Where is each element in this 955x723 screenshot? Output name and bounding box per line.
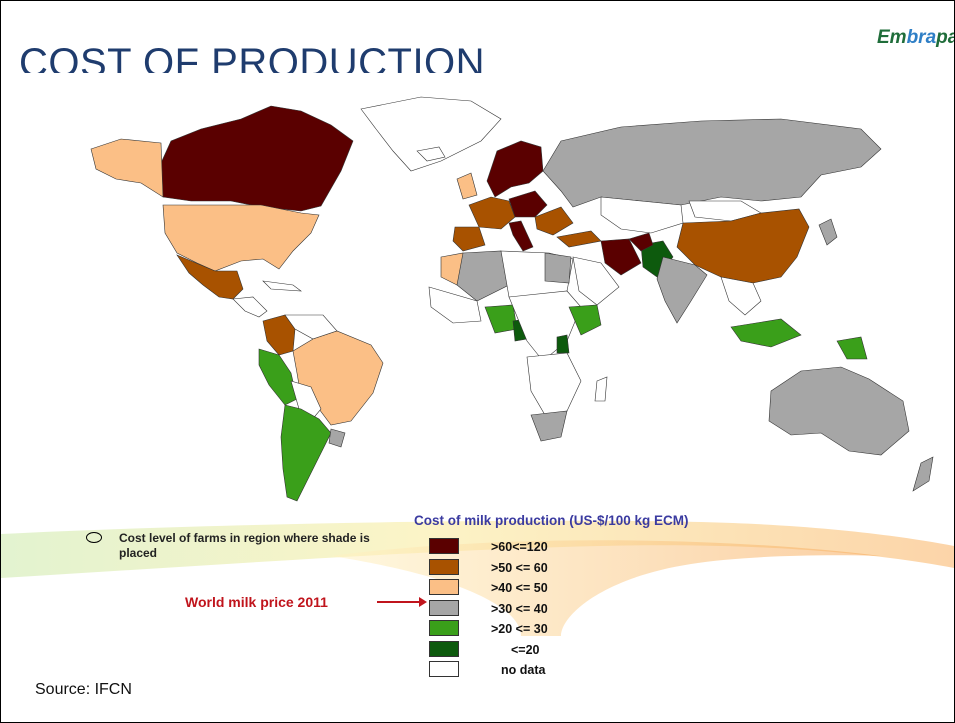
map-countries [90,96,934,502]
source-caption: Source: IFCN [35,681,132,698]
region-southern-africa [526,352,582,416]
region-india [656,256,708,324]
region-egypt [544,252,572,284]
region-central-america [232,296,268,318]
region-indonesia [730,318,802,348]
legend-label: >60<=120 [491,540,548,554]
region-canada [160,105,354,212]
region-alaska [90,138,164,198]
region-japan [818,218,838,246]
region-south-africa [530,410,568,442]
region-afghanistan [628,232,654,252]
region-russia [542,118,882,208]
world-map [90,96,934,502]
legend-swatch [429,620,459,636]
legend-swatch [429,599,459,616]
region-new-guinea [836,336,868,360]
region-central-asia [600,196,684,234]
legend-label: >50 <= 60 [491,560,548,575]
legend-label: no data [501,663,546,677]
region-eastern-europe [534,206,574,236]
region-china [676,208,810,284]
world-milk-price-label: World milk price 2011 [185,594,328,610]
region-ethiopia [568,304,602,336]
region-scandinavia [486,140,544,198]
region-western-europe [468,196,516,230]
region-uruguay [328,428,346,448]
region-central-europe [508,190,548,218]
region-iberia [452,226,486,252]
logo-part-1: Em [877,27,907,48]
legend-swatch [429,538,459,554]
region-argentina [280,404,332,502]
region-bolivia [290,380,322,422]
region-uganda [556,334,570,354]
region-greenland [360,96,502,172]
embrapa-logo: Embrapa [877,27,954,49]
region-uk [456,172,478,200]
region-turkey [556,230,602,248]
decorative-banner [1,520,954,636]
legend-note: Cost level of farms in region where shad… [86,531,391,561]
region-nigeria [484,304,518,334]
legend-title: Cost of milk production (US-$/100 kg ECM… [414,513,689,528]
arrow-right-icon [377,597,427,607]
region-usa [162,204,320,272]
legend-label: >40 <= 50 [491,581,548,595]
legend-swatch [429,640,459,657]
region-iran [600,238,642,276]
region-west-africa [428,286,482,324]
region-italy [508,220,534,252]
legend-note-text: Cost level of farms in region where shad… [119,531,370,560]
legend-swatch [429,579,459,595]
region-new-zealand [912,456,934,492]
legend-label: <=20 [511,642,540,657]
page-title: COST OF PRODUCTION [19,41,486,73]
region-se-asia [720,276,762,316]
legend-swatch [429,558,459,575]
region-algeria [456,250,510,302]
legend-label: >30 <= 40 [491,601,548,616]
region-australia [768,366,910,456]
ellipse-icon [86,532,102,543]
logo-part-3: pa [936,27,954,48]
legend-swatch [429,661,459,677]
logo-part-2: bra [906,27,937,48]
region-caribbean [262,280,302,292]
region-arabia [572,256,620,306]
region-madagascar [594,376,608,402]
region-peru [258,348,298,406]
region-iceland [416,146,446,162]
legend-label: >20 <= 30 [491,622,548,636]
